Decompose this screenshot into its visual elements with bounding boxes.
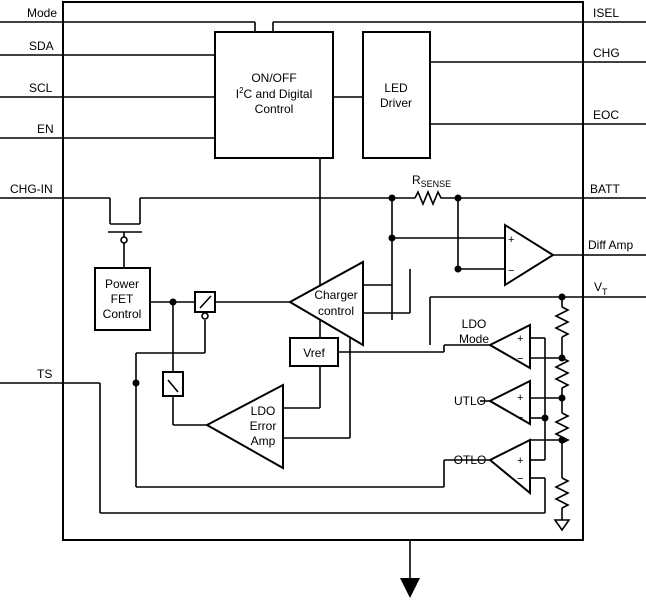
left-pin-lines xyxy=(0,21,63,384)
comparator-wiring xyxy=(63,337,562,514)
pin-scl-label: SCL xyxy=(29,81,53,95)
utlo-label: UTLO xyxy=(454,394,486,408)
pin-diff-amp-label: Diff Amp xyxy=(588,238,633,252)
pin-chg-label: CHG xyxy=(593,46,620,60)
otlo-minus: − xyxy=(517,473,523,485)
pin-sda-label: SDA xyxy=(29,39,54,53)
fet-switch xyxy=(194,291,216,320)
resistor-ladder xyxy=(553,297,571,532)
charger-label-line2: control xyxy=(318,304,354,318)
rsense-main: R xyxy=(412,173,421,187)
sign-labels: + − + − + − + − xyxy=(508,234,523,485)
ldo-switch xyxy=(162,371,184,397)
pin-ts-label: TS xyxy=(37,367,52,381)
ground-output-arrow xyxy=(400,540,420,598)
otlo-comparator xyxy=(488,438,531,496)
control-l2-rest: C and Digital xyxy=(244,87,313,101)
power-fet-control-block xyxy=(94,267,151,331)
vref-block xyxy=(289,337,339,367)
ldo-mode-comparator xyxy=(487,323,531,370)
ldo-err-label-line1: LDO xyxy=(251,404,276,418)
ldo-error-amp-triangle xyxy=(204,383,284,470)
diff-amp-plus: + xyxy=(508,234,514,246)
fet-label-line1: Power xyxy=(105,277,139,291)
pin-batt-label: BATT xyxy=(590,182,620,196)
control-l2-sup: 2 xyxy=(239,86,244,95)
ground-symbol xyxy=(553,519,571,532)
led-driver-block xyxy=(362,31,431,159)
fet-label-line2: FET xyxy=(111,292,134,306)
pin-mode-label: Mode xyxy=(27,6,57,20)
diff-amp-triangle xyxy=(504,223,555,287)
pin-eoc-label: EOC xyxy=(593,108,619,122)
ldo-mode-minus: − xyxy=(517,353,523,365)
control-label-line1: ON/OFF xyxy=(251,71,296,85)
junction-dots xyxy=(132,194,566,444)
rsense-sub: SENSE xyxy=(421,179,452,189)
pin-vt-label: VT xyxy=(594,280,608,297)
control-label-line3: Control xyxy=(255,102,294,116)
utlo-comparator xyxy=(487,379,531,426)
fet-label-line3: Control xyxy=(103,307,142,321)
charger-control-triangle xyxy=(287,260,364,347)
chip-outline xyxy=(62,1,584,541)
pin-chg-in-label: CHG-IN xyxy=(10,182,53,196)
digital-control-block xyxy=(214,31,334,159)
pin-vt-sub: T xyxy=(602,287,608,297)
diff-amp-minus: − xyxy=(508,265,514,277)
ldo-mode-label-line1: LDO xyxy=(462,317,487,331)
pin-vt-main: V xyxy=(594,280,602,294)
pin-isel-label: ISEL xyxy=(593,6,619,20)
digital-wiring xyxy=(63,21,583,409)
right-pin-lines xyxy=(583,21,646,298)
control-l2-i: I xyxy=(236,87,239,101)
ldo-err-label-line2: Error xyxy=(250,419,277,433)
sense-resistor xyxy=(414,189,444,207)
ldo-err-label-line3: Amp xyxy=(251,434,276,448)
vref-label: Vref xyxy=(303,346,325,360)
utlo-plus: + xyxy=(517,392,523,404)
control-label-line2: I2C and Digital xyxy=(236,86,313,101)
rsense-label: RSENSE xyxy=(412,173,451,189)
led-label-line1: LED xyxy=(384,81,408,95)
pin-en-label: EN xyxy=(37,122,54,136)
otlo-label: OTLO xyxy=(454,453,487,467)
charger-label-line1: Charger xyxy=(314,288,357,302)
ldo-mode-plus: + xyxy=(517,333,523,345)
control-wiring xyxy=(135,296,583,439)
led-label-line2: Driver xyxy=(380,96,412,110)
ldo-mode-label-line2: Mode xyxy=(459,332,489,346)
otlo-plus: + xyxy=(517,455,523,467)
power-path xyxy=(63,197,583,320)
utlo-minus: − xyxy=(517,412,523,424)
